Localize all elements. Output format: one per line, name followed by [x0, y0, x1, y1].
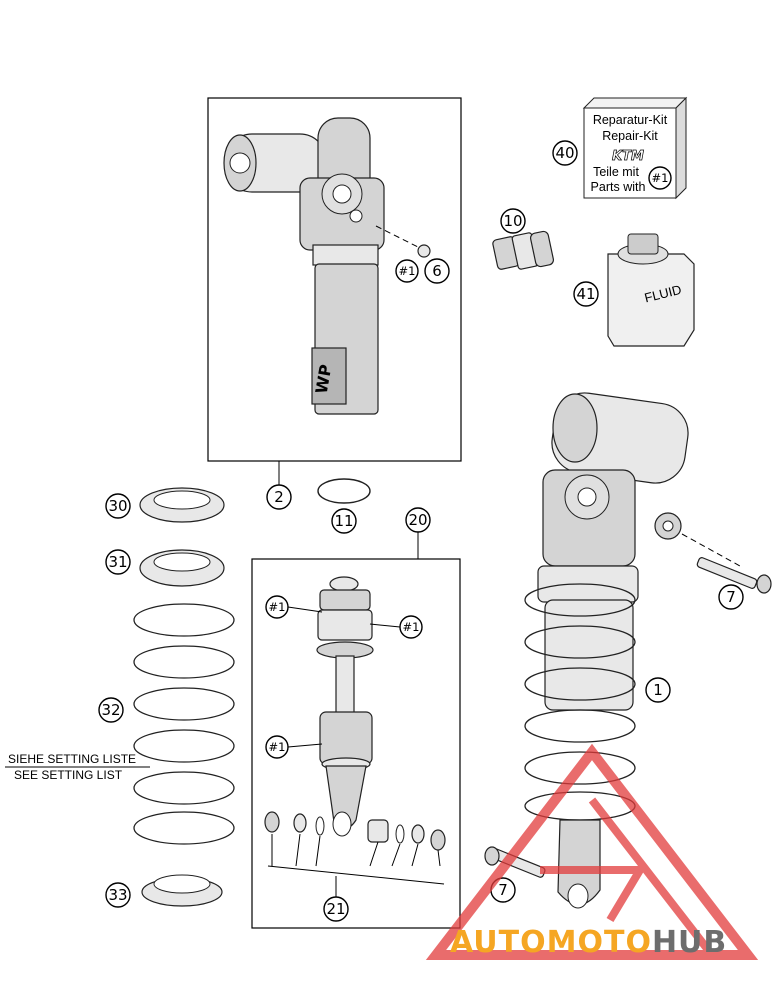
svg-text:#1: #1 — [652, 171, 669, 185]
svg-text:32: 32 — [101, 701, 120, 719]
svg-text:41: 41 — [576, 285, 595, 303]
damper-assembly-frame — [207, 97, 462, 462]
callout-20: 20 — [405, 507, 431, 533]
svg-text:6: 6 — [432, 262, 442, 280]
svg-text:#1: #1 — [269, 600, 286, 614]
svg-text:#1: #1 — [403, 620, 420, 634]
svg-text:1: 1 — [653, 681, 663, 699]
svg-text:7: 7 — [726, 588, 736, 606]
ktm-logo: KTM — [612, 149, 644, 164]
bolt-upper-drawing — [696, 557, 772, 594]
svg-text:21: 21 — [326, 900, 345, 918]
callout-32: 32 — [98, 697, 124, 723]
callout-6: 6 — [424, 258, 450, 284]
callout-hash1-kit: #1 — [648, 166, 672, 190]
callout-hash1-rod-top: #1 — [265, 595, 289, 619]
watermark-text: AUTOMOTOHUB — [450, 925, 727, 960]
setting-note-de: SIEHE SETTING LISTE — [8, 752, 136, 766]
repair-kit-parts-de: Teile mit — [593, 165, 639, 179]
setting-note-en: SEE SETTING LIST — [14, 768, 123, 782]
svg-text:#1: #1 — [269, 740, 286, 754]
circlip-drawing — [317, 478, 371, 504]
callout-21: 21 — [323, 896, 349, 922]
svg-text:30: 30 — [108, 497, 127, 515]
repair-kit-label-en: Repair-Kit — [602, 129, 658, 143]
callout-hash1-damper: #1 — [395, 259, 419, 283]
callout-41: 41 — [573, 281, 599, 307]
svg-text:10: 10 — [503, 212, 522, 230]
damper-unit-drawing: WP — [223, 117, 431, 415]
piston-rod-frame — [251, 558, 461, 929]
callout-31: 31 — [105, 549, 131, 575]
spring-drawing — [133, 603, 235, 845]
svg-text:40: 40 — [555, 144, 574, 162]
watermark-logo — [425, 743, 759, 960]
spring-retainer-drawing — [141, 874, 223, 907]
bushing-set-drawing — [264, 811, 446, 897]
damper-brand-logo: WP — [312, 363, 336, 395]
repair-kit-label-de: Reparatur-Kit — [593, 113, 668, 127]
svg-text:2: 2 — [274, 488, 284, 506]
repair-kit-box: Reparatur-Kit Repair-Kit KTM Teile mit P… — [582, 96, 688, 200]
svg-text:31: 31 — [108, 553, 127, 571]
svg-text:20: 20 — [408, 511, 427, 529]
callout-30: 30 — [105, 493, 131, 519]
complete-shock-drawing — [537, 392, 741, 711]
callout-10: 10 — [500, 208, 526, 234]
fluid-can-drawing: FLUID — [607, 233, 695, 347]
callout-1: 1 — [645, 677, 671, 703]
repair-kit-parts-en: Parts with — [591, 180, 646, 194]
piston-rod-drawing — [316, 576, 374, 837]
callout-2: 2 — [266, 484, 292, 510]
callout-33: 33 — [105, 882, 131, 908]
svg-text:#1: #1 — [399, 264, 416, 278]
callout-40: 40 — [552, 140, 578, 166]
callout-hash1-rod-right: #1 — [399, 615, 423, 639]
svg-text:33: 33 — [108, 886, 127, 904]
callout-7-upper: 7 — [718, 584, 744, 610]
callout-11: 11 — [331, 508, 357, 534]
svg-text:7: 7 — [498, 881, 508, 899]
svg-text:11: 11 — [334, 512, 353, 530]
callout-hash1-rod-mid: #1 — [265, 735, 289, 759]
adjusting-ring-drawing — [139, 487, 225, 587]
valve-part-drawing — [492, 230, 555, 270]
